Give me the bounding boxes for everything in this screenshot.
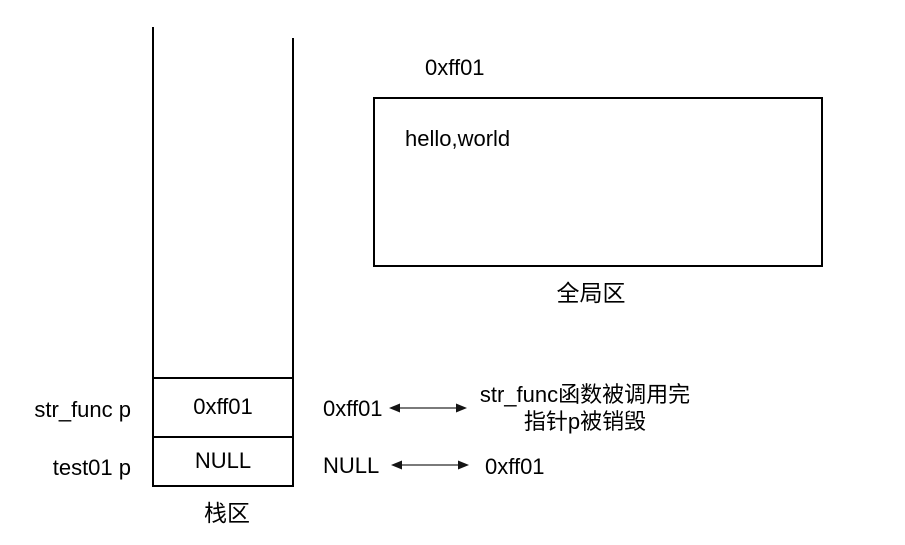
global-address-label: 0xff01	[425, 55, 485, 80]
note-row1-value: 0xff01	[323, 396, 383, 421]
global-region-content: hello,world	[405, 126, 511, 151]
stack-right-wall	[292, 38, 294, 487]
stack-left-wall	[152, 27, 154, 487]
stack-cell-test01-value: NULL	[194, 448, 252, 473]
note-row1-annotation-line1: str_func函数被调用完	[479, 382, 691, 407]
note-row1-annotation-line2: 指针p被销毁	[523, 409, 647, 434]
stack-cell-divider-line	[152, 436, 294, 438]
stack-region-label: 栈区	[204, 500, 250, 526]
note-row2-target: 0xff01	[485, 454, 545, 479]
stack-bottom-line	[152, 485, 294, 487]
stack-cell-top-line	[152, 377, 294, 379]
stack-row-label-str-func-p: str_func p	[34, 397, 131, 422]
global-region-box: hello,world	[373, 97, 823, 267]
stack-row-label-test01-p: test01 p	[52, 455, 131, 480]
global-region-label: 全局区	[556, 280, 626, 306]
note-row2-value: NULL	[323, 453, 380, 478]
stack-cell-str-func-value: 0xff01	[193, 394, 253, 419]
double-arrow-icon	[391, 460, 469, 470]
double-arrow-icon	[389, 403, 467, 413]
note-row1-annotation: str_func函数被调用完 指针p被销毁	[462, 381, 708, 435]
